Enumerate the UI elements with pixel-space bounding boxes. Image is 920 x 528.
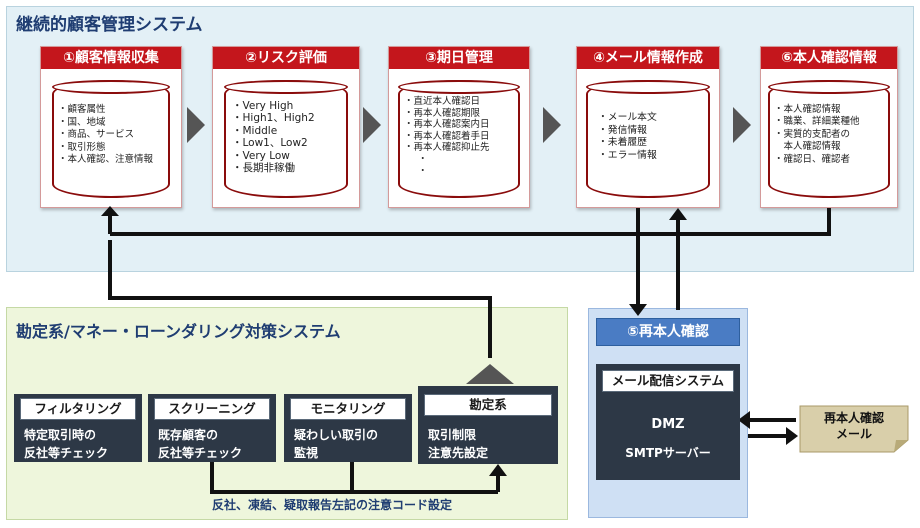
card-header: ⑥本人確認情報: [761, 47, 897, 69]
database-icon: [52, 80, 170, 198]
desc-line: 反社等チェック: [158, 446, 243, 460]
list-item: ・職業、詳細業種他: [774, 116, 860, 128]
desc-line: 特定取引時の: [24, 428, 97, 442]
arrow-head-left: [738, 411, 750, 429]
chevron-right-icon: [363, 107, 381, 143]
list-item: ・確認日、確認者: [774, 153, 851, 165]
arrow-head-down: [629, 304, 647, 316]
list-item: ・Low1、Low2: [232, 137, 308, 150]
core-system-title: 継続的顧客管理システム: [16, 15, 203, 35]
list-item: ・本人確認、注意情報: [58, 154, 154, 166]
smtp-label: SMTPサーバー: [625, 446, 711, 460]
desc-line: 既存顧客の: [158, 428, 219, 442]
database-top: [768, 80, 890, 94]
aml-system-title: 勘定系/マネー・ローンダリング対策システム: [16, 322, 341, 341]
module-label: スクリーニング: [154, 398, 270, 420]
module-label: 勘定系: [424, 394, 552, 416]
list-item: ・メール本文: [598, 112, 657, 123]
card-items: ・本人確認情報 ・職業、詳細業種他 ・実質的支配者の 本人確認情報 ・確認日、確…: [774, 104, 860, 166]
list-item: ・: [418, 153, 428, 165]
database-top: [224, 80, 348, 94]
list-item: ・未着履歴: [598, 137, 647, 149]
triangle-icon: [466, 364, 514, 384]
list-item: ・: [418, 165, 428, 177]
card-header: ③期日管理: [389, 47, 529, 69]
desc-line: 注意先設定: [428, 446, 489, 460]
list-item: ・再本人確認案内日: [404, 119, 490, 131]
code-setting-label: 反社、凍結、疑取報告左記の注意コード設定: [212, 498, 453, 512]
feedback-line: [110, 208, 831, 236]
external-mail-label: 再本人確認 メール: [800, 410, 908, 442]
mail-line: 再本人確認: [823, 411, 884, 425]
list-item: ・国、地域: [58, 116, 106, 128]
desc-line: 反社等チェック: [24, 446, 109, 460]
module-desc: 特定取引時の 反社等チェック: [24, 426, 108, 462]
mail-delivery-system: メール配信システム DMZ SMTPサーバー: [596, 364, 740, 480]
dmz-label: DMZ: [651, 417, 685, 432]
list-item: ・直近本人確認日: [404, 96, 481, 107]
mail-note-icon: [799, 405, 909, 453]
card-header: ④メール情報作成: [577, 47, 719, 69]
reconfirm-header: ⑤再本人確認: [596, 318, 740, 346]
list-item: ・Very Low: [232, 149, 290, 162]
chevron-right-icon: [187, 107, 205, 143]
list-item: ・発信情報: [598, 124, 647, 136]
list-item: ・Very High: [232, 100, 294, 112]
mail-line: メール: [835, 427, 872, 441]
card-items: ・メール本文 ・発信情報 ・未着履歴 ・エラー情報: [598, 112, 657, 162]
mail-system-label: メール配信システム: [602, 370, 734, 392]
list-item: ・再本人確認着手日: [404, 130, 490, 142]
desc-line: 監視: [294, 446, 319, 460]
arrow-head-up: [669, 208, 687, 220]
card-header: ②リスク評価: [213, 47, 359, 69]
desc-line: 疑わしい取引の: [294, 428, 379, 442]
module-screening: スクリーニング 既存顧客の 反社等チェック: [148, 394, 276, 462]
module-label: モニタリング: [290, 398, 406, 420]
card-header: ①顧客情報収集: [41, 47, 181, 69]
list-item: ・長期非稼働: [232, 162, 295, 175]
list-item: ・実質的支配者の: [774, 128, 851, 140]
list-item: ・顧客属性: [58, 104, 106, 115]
database-top: [398, 80, 520, 94]
module-desc: 既存顧客の 反社等チェック: [158, 426, 242, 462]
card-items: ・顧客属性 ・国、地域 ・商品、サービス ・取引形態 ・本人確認、注意情報: [58, 104, 153, 167]
card-items: ・Very High ・High1、High2 ・Middle ・Low1、Lo…: [232, 100, 315, 174]
card-items: ・直近本人確認日 ・再本人確認期限 ・再本人確認案内日 ・再本人確認着手日 ・再…: [404, 96, 490, 177]
list-item: ・再本人確認期限: [404, 107, 481, 119]
arrow-head-up: [489, 464, 507, 476]
desc-line: 取引制限: [428, 428, 477, 442]
module-monitoring: モニタリング 疑わしい取引の 監視: [284, 394, 412, 462]
database-top: [52, 80, 170, 94]
list-item: 本人確認情報: [774, 141, 841, 153]
module-filtering: フィルタリング 特定取引時の 反社等チェック: [14, 394, 142, 462]
list-item: ・取引形態: [58, 141, 106, 153]
code-setting-line: [210, 462, 498, 494]
list-item: ・商品、サービス: [58, 129, 135, 141]
chevron-right-icon: [733, 107, 751, 143]
database-icon: [768, 80, 890, 198]
database-icon: [586, 80, 710, 198]
list-item: ・再本人確認抑止先: [404, 142, 490, 154]
list-item: ・Middle: [232, 124, 278, 137]
database-top: [586, 80, 710, 94]
arrow-head-right: [786, 427, 798, 445]
list-item: ・エラー情報: [598, 149, 657, 161]
aml-to-customer-line: [108, 240, 492, 358]
list-item: ・本人確認情報: [774, 104, 841, 115]
module-desc: 疑わしい取引の 監視: [294, 426, 378, 462]
arrow-head-up: [101, 206, 119, 216]
module-core-banking: 勘定系 取引制限 注意先設定: [418, 386, 558, 464]
module-desc: 取引制限 注意先設定: [428, 426, 488, 462]
database-icon: [224, 80, 348, 198]
chevron-right-icon: [543, 107, 561, 143]
module-label: フィルタリング: [20, 398, 136, 420]
list-item: ・High1、High2: [232, 112, 315, 125]
